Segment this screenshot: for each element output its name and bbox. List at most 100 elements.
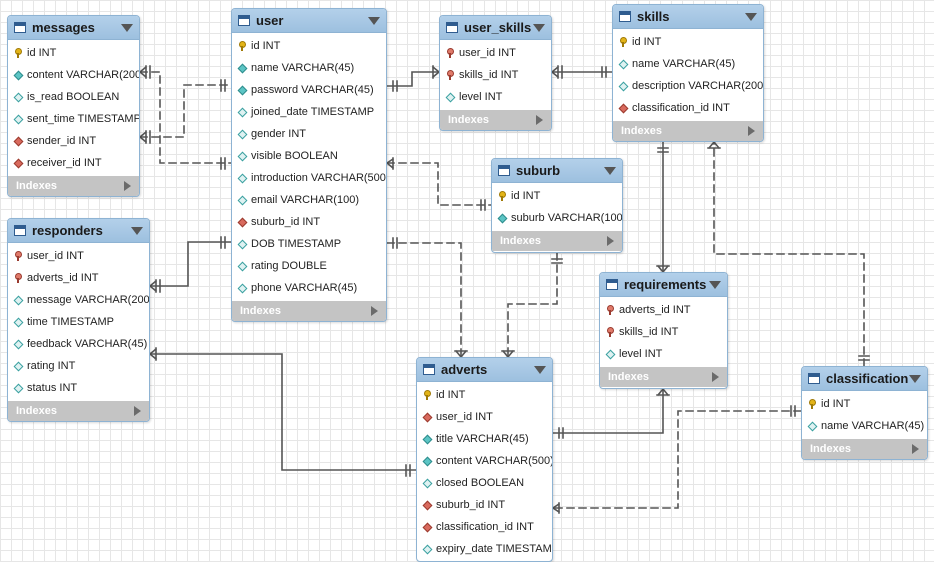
column-row[interactable]: adverts_id INT	[600, 299, 727, 321]
column-row[interactable]: user_id INT	[417, 406, 552, 428]
column-row[interactable]: content VARCHAR(200)	[8, 64, 139, 86]
dropdown-arrow-icon[interactable]	[709, 280, 721, 289]
rel-user-user_skills[interactable]	[386, 71, 440, 87]
expand-arrow-icon[interactable]	[134, 406, 141, 416]
column-row[interactable]: skills_id INT	[440, 64, 551, 86]
dropdown-arrow-icon[interactable]	[131, 226, 143, 235]
column-row[interactable]: content VARCHAR(500)	[417, 450, 552, 472]
rel-messages-user-sender[interactable]	[139, 84, 232, 138]
column-row[interactable]: id INT	[417, 384, 552, 406]
column-row[interactable]: name VARCHAR(45)	[613, 53, 763, 75]
dropdown-arrow-icon[interactable]	[533, 23, 545, 32]
indexes-section[interactable]: Indexes	[8, 176, 139, 196]
indexes-section[interactable]: Indexes	[613, 121, 763, 141]
column-row[interactable]: id INT	[613, 31, 763, 53]
column-row[interactable]: id INT	[8, 42, 139, 64]
column-row[interactable]: closed BOOLEAN	[417, 472, 552, 494]
column-row[interactable]: status INT	[8, 377, 149, 399]
suburb-table-header[interactable]: suburb	[492, 159, 622, 183]
rel-responders-adverts[interactable]	[149, 353, 417, 471]
dropdown-arrow-icon[interactable]	[534, 365, 546, 374]
column-row[interactable]: expiry_date TIMESTAMP	[417, 538, 552, 560]
rel-user-adverts[interactable]	[386, 242, 462, 358]
column-row[interactable]: sent_time TIMESTAMP	[8, 108, 139, 130]
column-row[interactable]: visible BOOLEAN	[232, 145, 386, 167]
dropdown-arrow-icon[interactable]	[745, 12, 757, 21]
dropdown-arrow-icon[interactable]	[604, 166, 616, 175]
column-row[interactable]: rating DOUBLE	[232, 255, 386, 277]
column-row[interactable]: id INT	[802, 393, 927, 415]
expand-arrow-icon[interactable]	[912, 444, 919, 454]
indexes-section[interactable]: Indexes	[492, 231, 622, 251]
rel-suburb-adverts[interactable]	[507, 252, 558, 358]
column-row[interactable]: id INT	[492, 185, 622, 207]
column-row[interactable]: suburb_id INT	[417, 494, 552, 516]
column-row[interactable]: user_id INT	[440, 42, 551, 64]
user-table-header[interactable]: user	[232, 9, 386, 33]
dropdown-arrow-icon[interactable]	[121, 23, 133, 32]
expand-arrow-icon[interactable]	[607, 236, 614, 246]
indexes-section[interactable]: Indexes	[802, 439, 927, 459]
column-row[interactable]: password VARCHAR(45)	[232, 79, 386, 101]
expand-arrow-icon[interactable]	[536, 115, 543, 125]
indexes-section[interactable]: Indexes	[8, 401, 149, 421]
skills-table-header[interactable]: skills	[613, 5, 763, 29]
expand-arrow-icon[interactable]	[712, 372, 719, 382]
indexes-section[interactable]: Indexes	[600, 367, 727, 387]
column-row[interactable]: gender INT	[232, 123, 386, 145]
messages-table-header[interactable]: messages	[8, 16, 139, 40]
responders-table-header[interactable]: responders	[8, 219, 149, 243]
dropdown-arrow-icon[interactable]	[909, 374, 921, 383]
expand-arrow-icon[interactable]	[124, 181, 131, 191]
rel-responders-user[interactable]	[149, 241, 232, 287]
column-row[interactable]: level INT	[600, 343, 727, 365]
rel-classification-adverts[interactable]	[552, 410, 802, 509]
column-row[interactable]: time TIMESTAMP	[8, 311, 149, 333]
column-row[interactable]: rating INT	[8, 355, 149, 377]
column-row[interactable]: classification_id INT	[613, 97, 763, 119]
column-row[interactable]: email VARCHAR(100)	[232, 189, 386, 211]
column-row[interactable]: is_read BOOLEAN	[8, 86, 139, 108]
column-row[interactable]: title VARCHAR(45)	[417, 428, 552, 450]
column-row[interactable]: name VARCHAR(45)	[802, 415, 927, 437]
column-row[interactable]: receiver_id INT	[8, 152, 139, 174]
rel-messages-user-receiver[interactable]	[139, 71, 232, 164]
column-row[interactable]: feedback VARCHAR(45)	[8, 333, 149, 355]
column-row[interactable]: sender_id INT	[8, 130, 139, 152]
expand-arrow-icon[interactable]	[748, 126, 755, 136]
classification-table-header[interactable]: classification	[802, 367, 927, 391]
dropdown-arrow-icon[interactable]	[368, 16, 380, 25]
column-row[interactable]: suburb_id INT	[232, 211, 386, 233]
indexes-section[interactable]: Indexes	[440, 110, 551, 130]
column-row[interactable]: message VARCHAR(200)	[8, 289, 149, 311]
adverts-table-header[interactable]: adverts	[417, 358, 552, 382]
column-row[interactable]: introduction VARCHAR(500)	[232, 167, 386, 189]
column-row[interactable]: skills_id INT	[600, 321, 727, 343]
user_skills-table-header[interactable]: user_skills	[440, 16, 551, 40]
column-row[interactable]: phone VARCHAR(45)	[232, 277, 386, 299]
expand-arrow-icon[interactable]	[371, 306, 378, 316]
rel-adverts-requirements[interactable]	[552, 388, 664, 434]
column-row[interactable]: description VARCHAR(200)	[613, 75, 763, 97]
column-row[interactable]: name VARCHAR(45)	[232, 57, 386, 79]
indexes-section[interactable]: Indexes	[232, 301, 386, 321]
column-row[interactable]: user_id INT	[8, 245, 149, 267]
column-row[interactable]: joined_date TIMESTAMP	[232, 101, 386, 123]
column-row[interactable]: adverts_id INT	[8, 267, 149, 289]
rel-classification-skills[interactable]	[713, 141, 865, 367]
column-row[interactable]: suburb VARCHAR(100)	[492, 207, 622, 229]
requirements-table-header[interactable]: requirements	[600, 273, 727, 297]
column-row[interactable]: DOB TIMESTAMP	[232, 233, 386, 255]
column-row[interactable]: id INT	[232, 35, 386, 57]
column-row[interactable]: classification_id INT	[417, 516, 552, 538]
rel-user-suburb[interactable]	[386, 162, 492, 206]
